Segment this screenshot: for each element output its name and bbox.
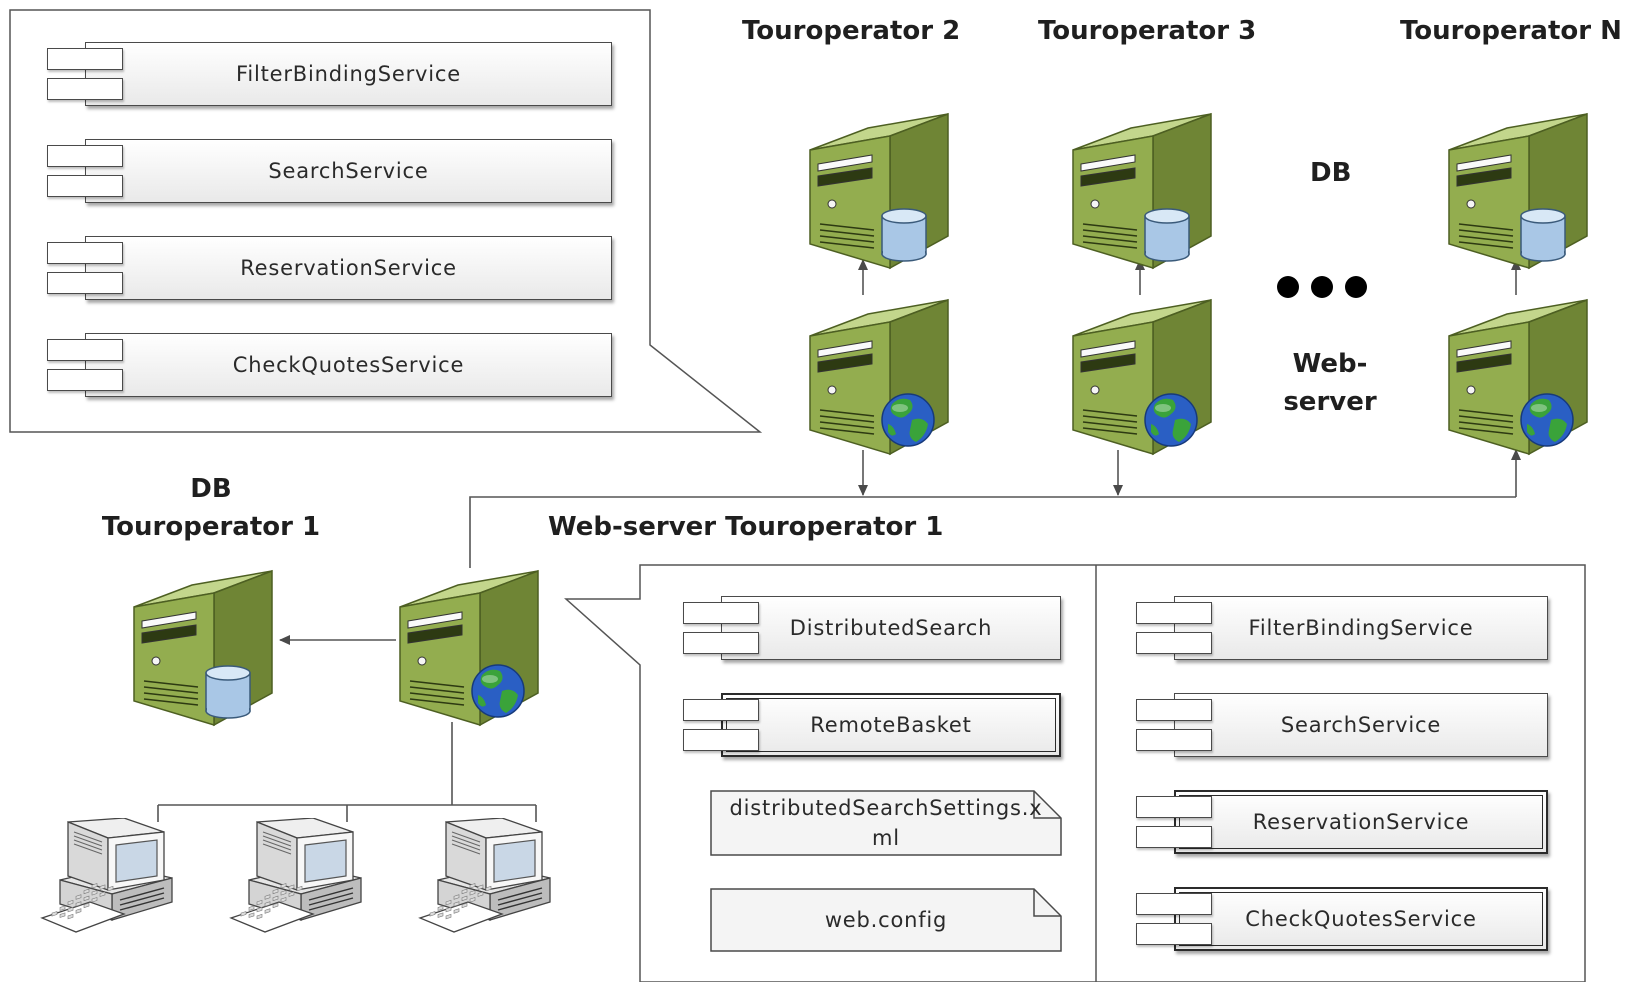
component-label: DistributedSearch [789,616,993,640]
component-label: ReservationService [240,256,457,280]
network-connectors [157,259,1521,822]
globe-icon [1144,393,1198,447]
db-server-touroperator-2 [808,106,958,280]
component-label: RemoteBasket [810,713,972,737]
server-icon [399,569,539,727]
touroperator-3-label: Touroperator 3 [1038,16,1257,46]
server-icon [1448,298,1588,456]
db-label: DB [1310,158,1352,188]
component-label: FilterBindingService [1248,616,1474,640]
document-icon [710,790,1062,856]
component-icon [1136,699,1212,721]
component-label: CheckQuotesService [232,353,465,377]
document-label: web.config [824,908,948,932]
globe-icon [1520,393,1574,447]
component-icon [1136,602,1212,624]
server-icon [1072,298,1212,456]
document-icon [710,888,1062,952]
document-label: distributedSearchSettings.xml [729,796,1043,850]
component-searchservice: SearchService [47,139,612,203]
database-icon [881,208,927,262]
component-label: SearchService [268,159,429,183]
component-filterbindingservice-2: FilterBindingService [1136,596,1548,660]
workstation-icon [40,817,173,933]
database-icon [205,665,251,719]
globe-icon [471,664,525,718]
database-icon [1520,208,1566,262]
component-filterbindingservice: FilterBindingService [47,42,612,106]
web-server-touroperator-n [1447,292,1597,466]
server-icon [1448,112,1588,270]
component-searchservice-2: SearchService [1136,693,1548,757]
component-icon [47,339,123,361]
component-icon [47,242,123,264]
component-icon [47,145,123,167]
db-server-touroperator-n [1447,106,1597,280]
server-icon [809,298,949,456]
document-distributedsearchsettings: distributedSearchSettings.xml [710,790,1062,856]
touroperator-n-label: Touroperator N [1400,16,1622,46]
component-icon [683,699,759,721]
component-label: FilterBindingService [236,62,461,86]
web-server-touroperator-1 [398,563,548,737]
top-callout-bubble [9,9,763,433]
client-workstation-1 [40,817,190,940]
component-reservationservice: ReservationService [47,236,612,300]
component-label: SearchService [1280,713,1442,737]
server-icon [1072,112,1212,270]
component-checkquotesservice-2: CheckQuotesService [1136,887,1548,951]
db-server-touroperator-1 [132,563,282,737]
globe-icon [881,393,935,447]
web-server-label: Web- server [1283,349,1377,417]
bottom-callout-bubble [564,564,1586,982]
web-server-touroperator-2 [808,292,958,466]
component-label: CheckQuotesService [1245,907,1477,931]
component-remotebasket: RemoteBasket [683,693,1061,757]
document-web-config: web.config [710,888,1062,952]
component-icon [1136,893,1212,915]
component-checkquotesservice: CheckQuotesService [47,333,612,397]
client-workstation-2 [229,817,379,940]
client-workstation-3 [418,817,568,940]
component-reservationservice-2: ReservationService [1136,790,1548,854]
touroperator-2-label: Touroperator 2 [742,16,961,46]
workstation-icon [418,817,551,933]
component-distributedsearch: DistributedSearch [683,596,1061,660]
database-icon [1144,208,1190,262]
workstation-icon [229,817,362,933]
db-touroperator-1-label: DB Touroperator 1 [101,474,321,542]
server-icon [133,569,273,727]
web-server-touroperator-3 [1071,292,1221,466]
server-icon [809,112,949,270]
component-label: ReservationService [1252,810,1470,834]
db-server-touroperator-3 [1071,106,1221,280]
web-server-touroperator-1-label: Web-server Touroperator 1 [548,512,944,542]
component-icon [1136,796,1212,818]
more-servers-ellipsis [1277,276,1367,298]
component-icon [683,602,759,624]
component-icon [47,48,123,70]
